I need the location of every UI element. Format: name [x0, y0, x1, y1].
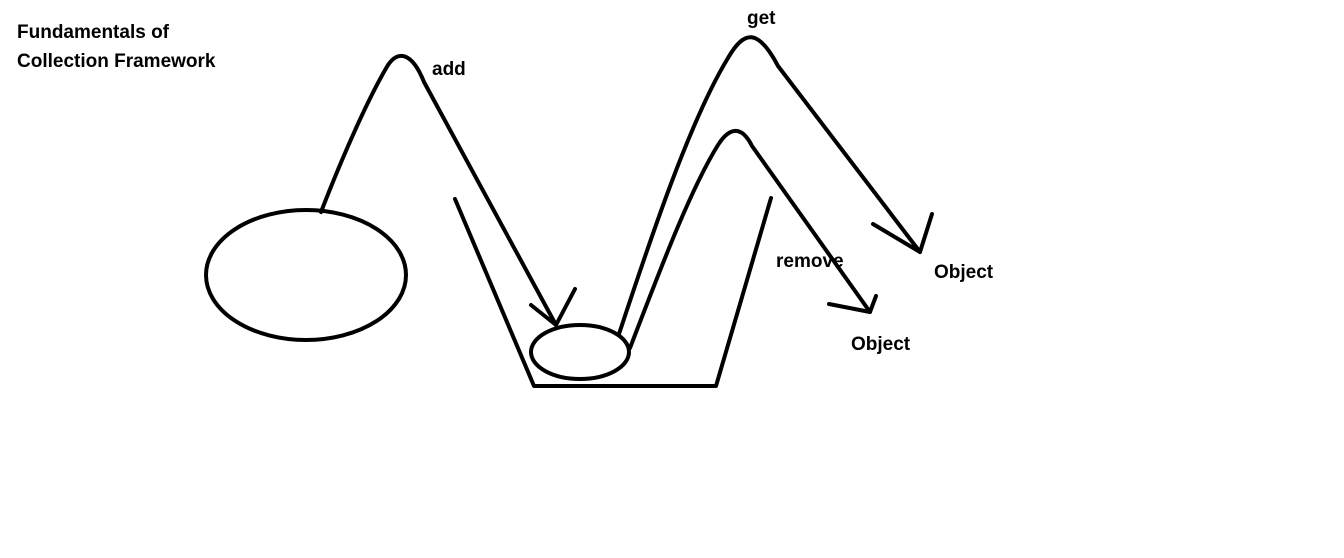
collection-container — [453, 196, 773, 388]
remove-arrow-path — [628, 128, 872, 350]
get-arrow-path — [617, 35, 922, 336]
get-result-object-label: Object — [934, 262, 994, 283]
source-object-ellipse — [204, 208, 408, 342]
add-arrowhead — [529, 287, 577, 327]
add-arrow-path — [319, 54, 558, 327]
get-operation-label: get — [747, 8, 776, 29]
add-operation-label: add — [432, 59, 466, 80]
page-title-line-1: Fundamentals of — [17, 22, 170, 43]
remove-result-object-label: Object — [851, 334, 911, 355]
remove-arrowhead — [827, 294, 878, 314]
collection-element-ellipse — [529, 323, 631, 381]
page-title-line-2: Collection Framework — [17, 51, 216, 72]
remove-operation-label: remove — [776, 251, 844, 272]
get-arrowhead — [871, 212, 934, 254]
